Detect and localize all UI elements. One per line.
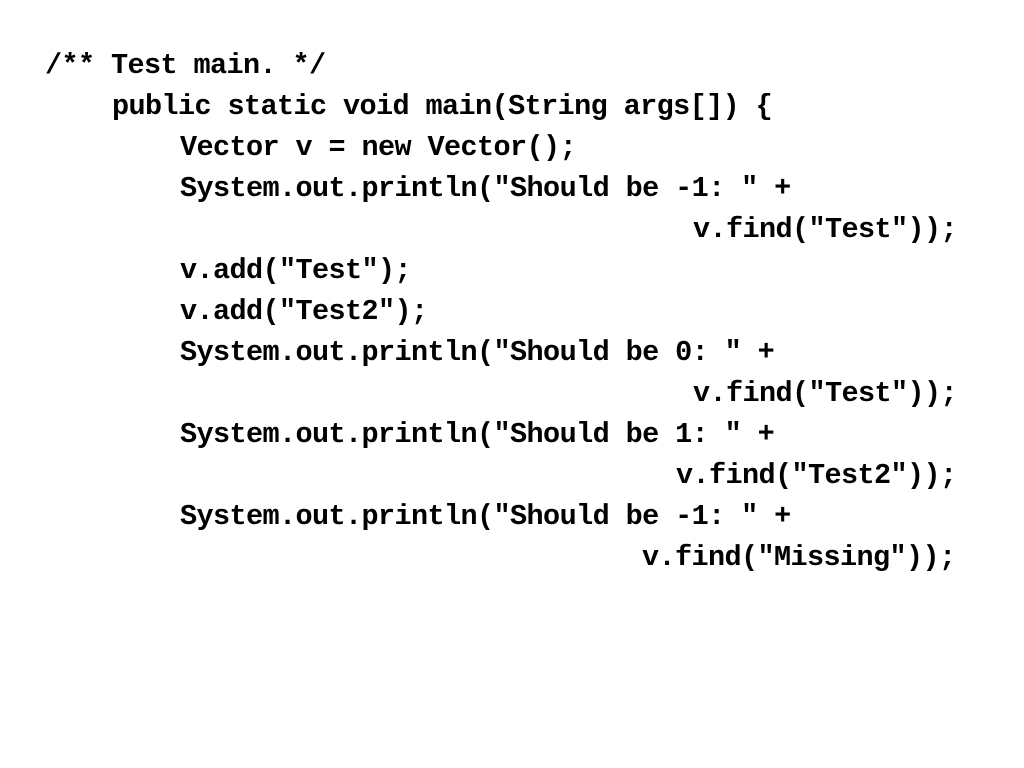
- code-println-line: System.out.println("Should be -1: " +: [180, 500, 791, 533]
- code-add-line: v.add("Test");: [180, 254, 412, 287]
- code-comment-line: /** Test main. */: [45, 49, 326, 82]
- code-method-signature-line: public static void main(String args[]) {: [112, 90, 773, 123]
- code-block: /** Test main. */ public static void mai…: [45, 45, 985, 578]
- code-println-line: System.out.println("Should be 0: " +: [180, 336, 775, 369]
- code-continuation-line: v.find("Test"));: [693, 377, 958, 410]
- code-println-line: System.out.println("Should be -1: " +: [180, 172, 791, 205]
- code-continuation-line: v.find("Test2"));: [676, 459, 957, 492]
- code-add-line: v.add("Test2");: [180, 295, 428, 328]
- code-println-line: System.out.println("Should be 1: " +: [180, 418, 775, 451]
- code-continuation-line: v.find("Test"));: [693, 213, 958, 246]
- code-vector-declaration-line: Vector v = new Vector();: [180, 131, 577, 164]
- code-continuation-line: v.find("Missing"));: [642, 541, 956, 574]
